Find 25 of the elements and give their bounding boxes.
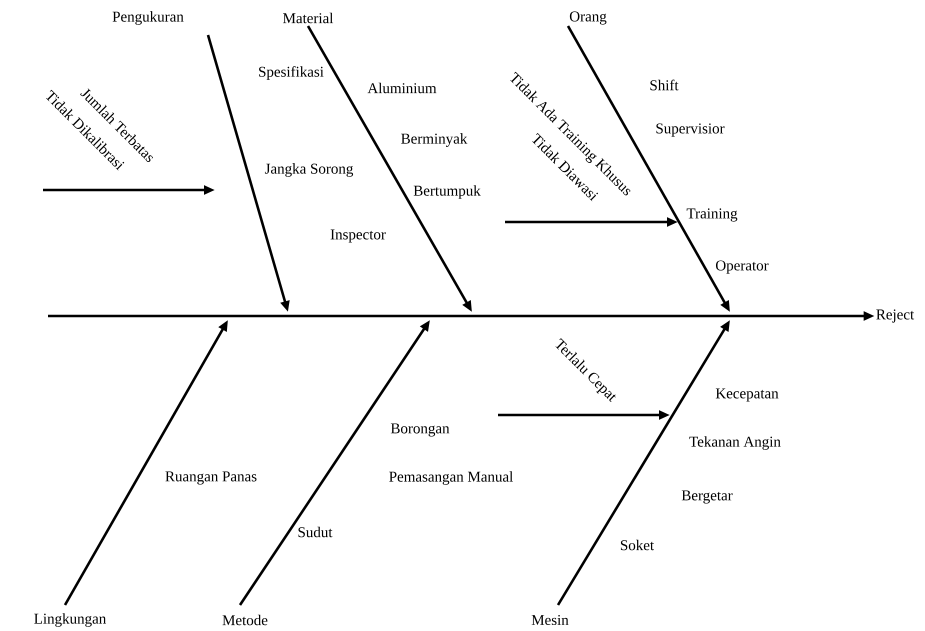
cause-label: Pemasangan Manual xyxy=(389,471,513,485)
cause-label: Soket xyxy=(620,540,654,550)
category-label: Mesin xyxy=(532,614,569,626)
cause-label: Bertumpuk xyxy=(414,185,481,199)
category-label: Reject xyxy=(876,309,914,323)
category-label: Orang xyxy=(570,11,606,25)
category-label: Lingkungan xyxy=(34,613,106,627)
cause-label: Jangka Sorong xyxy=(264,163,354,177)
category-label: Pengukuran xyxy=(112,11,184,25)
cause-label: Kecepatan xyxy=(716,388,778,402)
cause-label: Operator xyxy=(716,260,769,274)
cause-label: Shift xyxy=(650,80,678,90)
cause-label: Aluminium xyxy=(368,82,436,94)
cause-label: Sudut xyxy=(298,526,332,538)
cause-label: Bergetar xyxy=(682,490,733,504)
cause-label: Borongan xyxy=(390,423,450,437)
cause-label: Tekanan Angin xyxy=(689,436,781,450)
cause-label: Supervisior xyxy=(656,123,724,137)
cause-label: Spesifikasi xyxy=(259,66,324,80)
category-label: Material xyxy=(283,12,334,24)
cause-label: Ruangan Panas xyxy=(165,471,256,485)
cause-label: Berminyak xyxy=(401,133,468,147)
cause-label: Inspector xyxy=(330,230,386,243)
cause-label: Training xyxy=(686,208,738,222)
category-label: Metode xyxy=(222,614,268,626)
